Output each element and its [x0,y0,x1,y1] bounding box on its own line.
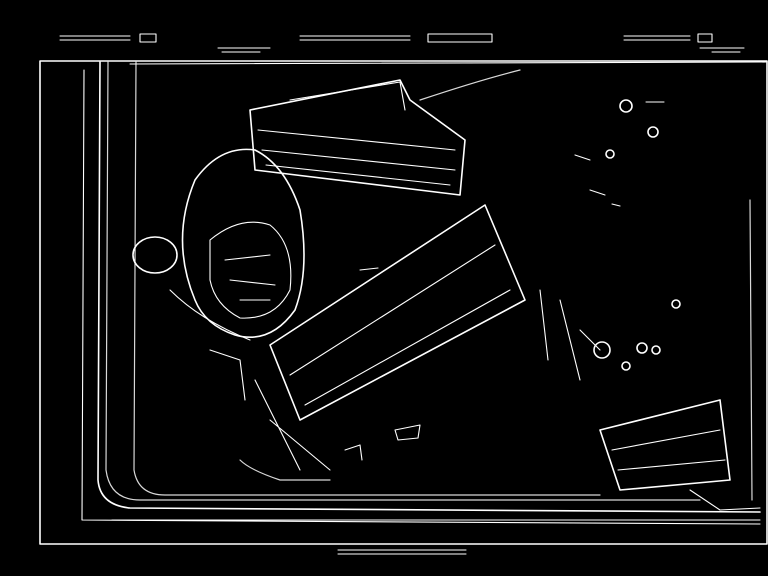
rectangular-box [249,79,466,196]
bin-outline [39,60,768,545]
small-rings [539,99,681,381]
misc-edges [209,69,606,461]
long-tube [239,204,526,481]
helmet-shape [132,148,305,341]
bottom-right-block [599,399,761,511]
hud-header-marks [59,33,745,555]
